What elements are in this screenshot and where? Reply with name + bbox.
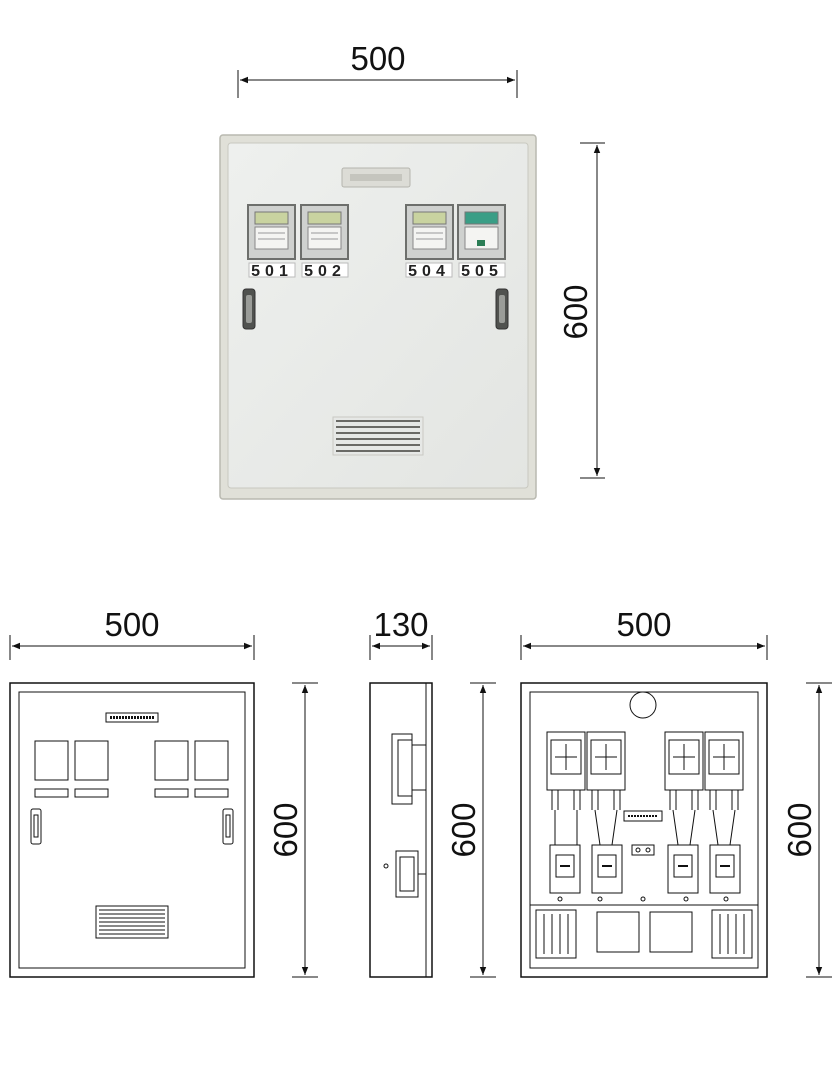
inner-wiring (554, 809, 736, 846)
photo-meter-window-502 (300, 204, 349, 260)
inner-meter-3 (664, 731, 704, 810)
front-height-label: 600 (267, 802, 304, 857)
front-outer-frame (9, 682, 255, 978)
photo-left-handle (242, 288, 256, 330)
unit-label-501: 501 (251, 263, 293, 280)
inner-enclosure (520, 682, 768, 978)
inner-view: 500 600 (520, 606, 832, 978)
side-enclosure (369, 682, 433, 978)
inner-mounting-rail (530, 896, 758, 906)
front-meter-window-1 (34, 740, 69, 781)
front-door-outline (18, 691, 246, 969)
inner-center-terminals (631, 844, 655, 856)
photo-right-handle (495, 288, 509, 330)
front-label-slot-3 (154, 788, 189, 798)
front-width-label: 500 (104, 606, 159, 643)
side-depth-label: 130 (373, 606, 428, 643)
front-right-handle (222, 808, 234, 845)
inner-knockout-1 (596, 911, 640, 953)
photo-meter-window-504 (405, 204, 454, 260)
side-height-label: 600 (445, 802, 482, 857)
front-meter-window-4 (194, 740, 229, 781)
inner-terminal-left (535, 909, 577, 959)
front-view: 500 600 (9, 606, 318, 978)
inner-breaker-1 (549, 844, 581, 894)
unit-plate-505 (458, 262, 506, 278)
side-depth-dimension: 130 (369, 606, 433, 660)
inner-meter-1 (546, 731, 586, 810)
photo-vent-louvers (332, 416, 424, 456)
side-view: 130 600 (369, 606, 496, 978)
inner-breaker-2 (591, 844, 623, 894)
inner-width-label: 500 (616, 606, 671, 643)
photo-height-label: 600 (557, 284, 594, 339)
inner-meter-2 (586, 731, 626, 810)
inner-breaker-3 (667, 844, 699, 894)
front-label-slot-1 (34, 788, 69, 798)
front-height-dimension: 600 (267, 682, 318, 978)
inner-back-plate (529, 691, 759, 969)
front-meter-window-3 (154, 740, 189, 781)
inner-width-dimension: 500 (520, 606, 768, 660)
front-label-slot-2 (74, 788, 109, 798)
photo-meter-window-505 (457, 204, 506, 260)
unit-plate-504 (405, 262, 453, 278)
unit-plate-501 (248, 262, 296, 278)
front-nameplate (105, 712, 159, 723)
front-width-dimension: 500 (9, 606, 255, 660)
photo-height-dimension: 600 (557, 142, 605, 479)
unit-plate-502 (301, 262, 349, 278)
front-label-slot-4 (194, 788, 229, 798)
inner-breaker-4 (709, 844, 741, 894)
photo-meter-window-501 (247, 204, 296, 260)
photo-nameplate-engraving (350, 174, 402, 181)
unit-label-502: 502 (304, 263, 346, 280)
inner-terminal-right (711, 909, 753, 959)
photo-width-dimension: 500 (237, 40, 518, 98)
side-breaker-profile (383, 850, 426, 898)
side-meter-profile (391, 733, 426, 805)
front-meter-window-2 (74, 740, 109, 781)
inner-height-label: 600 (781, 802, 818, 857)
inner-height-dimension: 600 (781, 682, 832, 978)
unit-label-505: 505 (461, 263, 503, 280)
photo-view: 500 600 (219, 40, 605, 500)
front-left-handle (30, 808, 42, 845)
inner-knockout-2 (649, 911, 693, 953)
side-height-dimension: 600 (445, 682, 496, 978)
photo-width-label: 500 (350, 40, 405, 77)
inner-meter-4 (704, 731, 744, 810)
inner-cable-knockout (629, 691, 657, 719)
inner-center-plate (623, 810, 663, 822)
unit-label-504: 504 (408, 263, 450, 280)
front-vent-louvers (95, 905, 169, 939)
